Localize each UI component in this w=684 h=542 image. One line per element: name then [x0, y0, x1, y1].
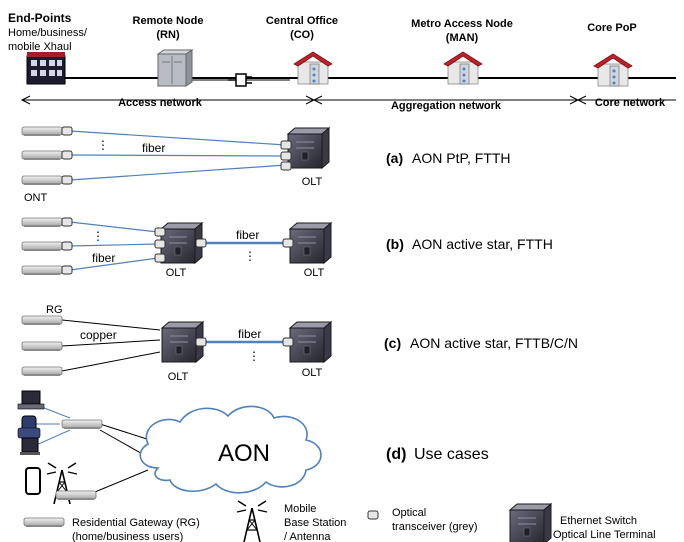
legend-bs-line1: Mobile	[284, 503, 316, 515]
vertical-dots: ⋮	[92, 229, 104, 243]
legend-rg-icon	[23, 517, 65, 528]
endpoints-subtitle-1: Home/business/	[8, 27, 88, 39]
core-pop-house-icon	[593, 53, 633, 87]
central-office-house-icon	[293, 51, 333, 85]
olt-switch	[289, 321, 332, 363]
optical-transceiver	[280, 151, 292, 161]
optical-transceiver	[280, 140, 292, 150]
scenario-d-text: Use cases	[414, 446, 489, 463]
ont-device	[21, 265, 63, 276]
legend-rg-line2: (home/business users)	[72, 531, 183, 542]
fiber-label: fiber	[92, 251, 115, 265]
optical-transceiver	[61, 175, 73, 185]
olt-label: OLT	[302, 176, 323, 188]
telephone-icon	[17, 415, 41, 439]
rg-label: RG	[46, 304, 63, 316]
optical-transceiver	[280, 161, 292, 171]
legend-es-line2: Optical Line Terminal	[553, 529, 656, 541]
olt-label: OLT	[168, 371, 189, 383]
scenario-c: RG copper fiber ⋮ OLT OLT	[21, 304, 332, 383]
endpoints-subtitle-2: mobile Xhaul	[8, 41, 72, 53]
optical-transceiver	[61, 150, 73, 160]
aggregation-network-label: Aggregation network	[391, 100, 502, 112]
residential-gateway	[55, 490, 97, 501]
vertical-dots: ⋮	[248, 349, 260, 363]
core-network-label: Core network	[595, 97, 666, 109]
scenario-b: ⋮ fiber fiber ⋮ OLT OLT	[21, 217, 332, 279]
ont-device	[21, 126, 63, 137]
ont-device	[21, 241, 63, 252]
optical-transceiver	[282, 337, 294, 347]
legend-bs-line2: Base Station	[284, 517, 346, 529]
ont-device	[21, 150, 63, 161]
legend-rg-line1: Residential Gateway (RG)	[72, 517, 200, 529]
optical-transceiver	[195, 238, 207, 248]
monitor-icon	[20, 437, 40, 455]
optical-transceiver	[154, 227, 166, 237]
ont-label: ONT	[24, 192, 48, 204]
ont-device	[21, 217, 63, 228]
cloud-label: AON	[218, 440, 270, 467]
legend-transceiver-icon	[367, 510, 379, 520]
residential-gateway	[21, 341, 63, 352]
core-title: Core PoP	[587, 22, 637, 34]
residential-gateway	[61, 419, 103, 430]
aon-cloud	[139, 405, 322, 494]
optical-transceiver	[61, 217, 73, 227]
fiber-label: fiber	[142, 141, 165, 155]
access-network-label: Access network	[118, 97, 203, 109]
computer-icon	[17, 390, 45, 410]
olt-label: OLT	[302, 367, 323, 379]
vertical-dots: ⋮	[97, 138, 109, 152]
legend-antenna-icon	[236, 500, 268, 542]
residential-gateway	[21, 315, 63, 326]
scenario-c-text: AON active star, FTTB/C/N	[410, 335, 578, 351]
scenario-b-text: AON active star, FTTH	[412, 236, 553, 252]
legend-bs-line3: / Antenna	[284, 531, 331, 542]
segment-arrows	[20, 95, 676, 105]
building-icon	[26, 52, 66, 85]
vertical-dots: ⋮	[244, 249, 256, 263]
olt-switch	[287, 127, 330, 169]
optical-transceiver	[154, 253, 166, 263]
metro-node-house-icon	[443, 51, 483, 85]
fiber-label: fiber	[238, 327, 261, 341]
plug-connector-icon	[228, 73, 252, 87]
rn-abbr: (RN)	[156, 29, 180, 41]
legend-ot-line1: Optical	[392, 507, 426, 519]
optical-transceiver	[282, 238, 294, 248]
scenario-c-tag: (c)	[384, 335, 401, 351]
optical-transceiver	[61, 126, 73, 136]
scenario-a-tag: (a)	[386, 150, 403, 166]
co-title: Central Office	[266, 15, 338, 27]
olt-switch	[289, 222, 332, 264]
scenario-a: ⋮ fiber ONT OLT	[21, 126, 330, 204]
legend-ot-line2: transceiver (grey)	[392, 521, 478, 533]
smartphone-icon	[25, 467, 41, 495]
legend: Residential Gateway (RG) (home/business …	[23, 500, 656, 542]
scenario-b-tag: (b)	[386, 236, 404, 252]
man-title: Metro Access Node	[411, 18, 513, 30]
optical-transceiver	[154, 239, 166, 249]
co-abbr: (CO)	[290, 29, 314, 41]
remote-node-cabinet-icon	[156, 49, 194, 87]
legend-olt-icon	[509, 503, 552, 542]
scenario-d-tag: (d)	[386, 446, 406, 463]
optical-transceiver	[61, 241, 73, 251]
copper-label: copper	[80, 328, 117, 342]
residential-gateway	[21, 366, 63, 377]
scenario-d: AON	[17, 390, 322, 505]
scenario-a-text: AON PtP, FTTH	[412, 150, 511, 166]
ont-device	[21, 175, 63, 186]
optical-transceiver	[61, 265, 73, 275]
fiber-label: fiber	[236, 228, 259, 242]
man-abbr: (MAN)	[446, 32, 479, 44]
olt-label: OLT	[304, 267, 325, 279]
endpoints-title: End-Points	[8, 11, 72, 25]
legend-es-line1: Ethernet Switch	[560, 515, 637, 527]
optical-transceiver	[195, 337, 207, 347]
olt-label: OLT	[166, 267, 187, 279]
rn-title: Remote Node	[133, 15, 204, 27]
